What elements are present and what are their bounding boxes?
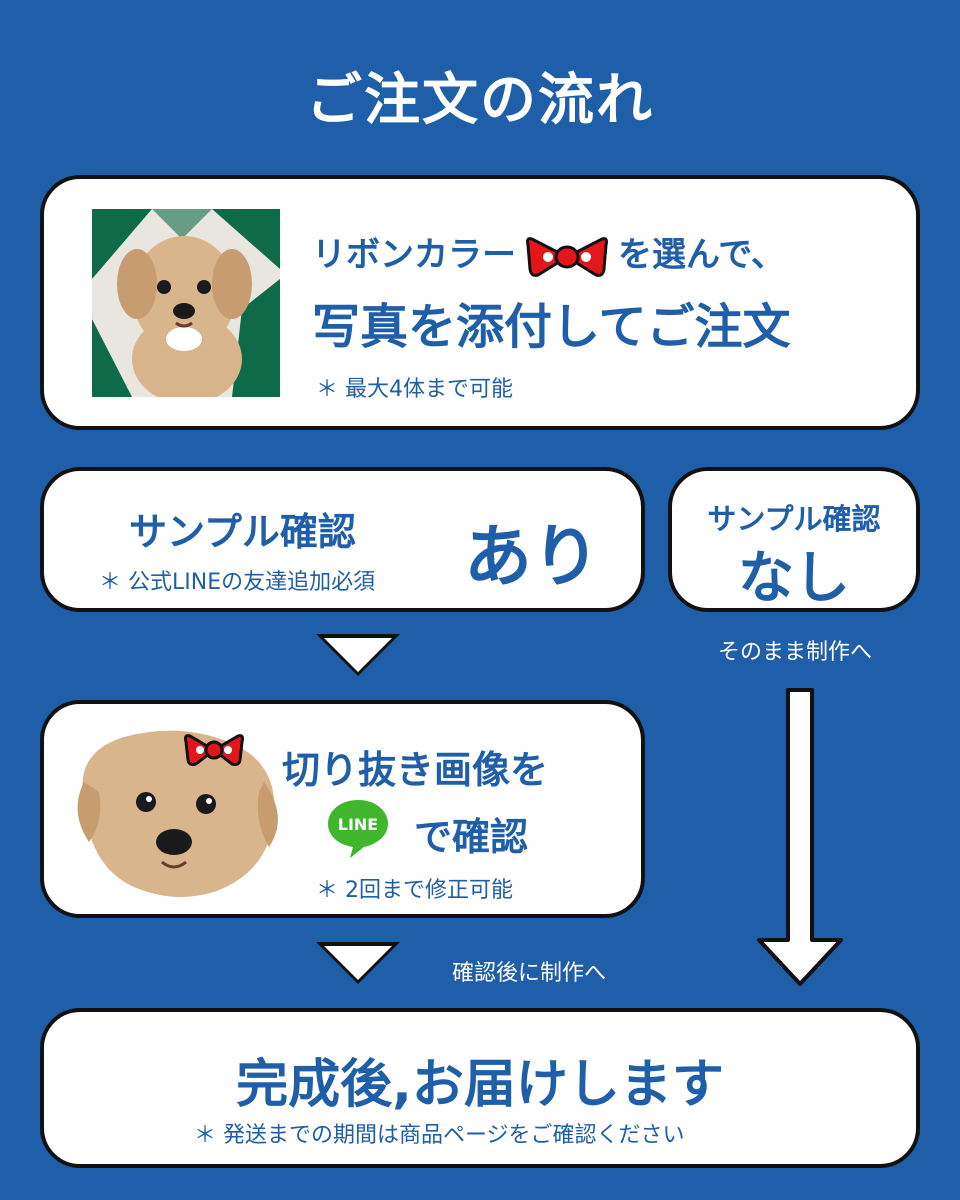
dog-photo bbox=[92, 209, 280, 397]
confirm-caption: 確認後に制作へ bbox=[452, 961, 607, 986]
step1-note: ＊ 最大4体まで可能 bbox=[316, 377, 513, 402]
delivery-note: ＊ 発送までの期間は商品ページをご確認ください bbox=[194, 1123, 685, 1148]
delivery-card: 完成後,お届けします ＊ 発送までの期間は商品ページをご確認ください bbox=[40, 1008, 920, 1168]
confirm-note: ＊ 2回まで修正可能 bbox=[316, 878, 513, 903]
step1-line1: リボンカラー を選んで、 bbox=[312, 227, 785, 279]
order-step-card: リボンカラー を選んで、 写真を添付してご注文 ＊ 最大4体まで可能 bbox=[40, 175, 920, 430]
sample-no-label: なし bbox=[738, 546, 850, 611]
long-arrow-down-icon bbox=[757, 688, 843, 986]
sample-no-card: サンプル確認 なし bbox=[668, 467, 920, 612]
sample-yes-label: あり bbox=[464, 518, 601, 597]
line-logo-text: LINE bbox=[338, 815, 378, 834]
confirm-line1: 切り抜き画像を bbox=[282, 748, 549, 792]
arrow-down-fill bbox=[324, 946, 392, 980]
page-title: ご注文の流れ bbox=[306, 68, 654, 133]
dog-face-cutout bbox=[77, 730, 278, 897]
sample-yes-note: ＊ 公式LINEの友達追加必須 bbox=[99, 570, 376, 595]
ribbon-icon bbox=[526, 236, 608, 277]
line-logo-icon: LINE bbox=[328, 800, 388, 858]
step1-line1-after: を選んで、 bbox=[618, 235, 785, 275]
confirm-step-card: 切り抜き画像を LINE で確認 ＊ 2回まで修正可能 bbox=[40, 700, 645, 918]
step1-line2: 写真を添付してご注文 bbox=[312, 299, 791, 355]
sample-no-caption: そのまま制作へ bbox=[718, 640, 873, 665]
sample-yes-title: サンプル確認 bbox=[129, 510, 356, 554]
arrow-down-fill bbox=[324, 638, 392, 672]
confirm-line2: で確認 bbox=[414, 815, 529, 859]
sample-yes-card: サンプル確認 ＊ 公式LINEの友達追加必須 あり bbox=[40, 467, 645, 612]
sample-no-title: サンプル確認 bbox=[707, 502, 881, 536]
step1-line1-before: リボンカラー bbox=[312, 235, 516, 275]
delivery-title: 完成後,お届けします bbox=[236, 1055, 724, 1115]
